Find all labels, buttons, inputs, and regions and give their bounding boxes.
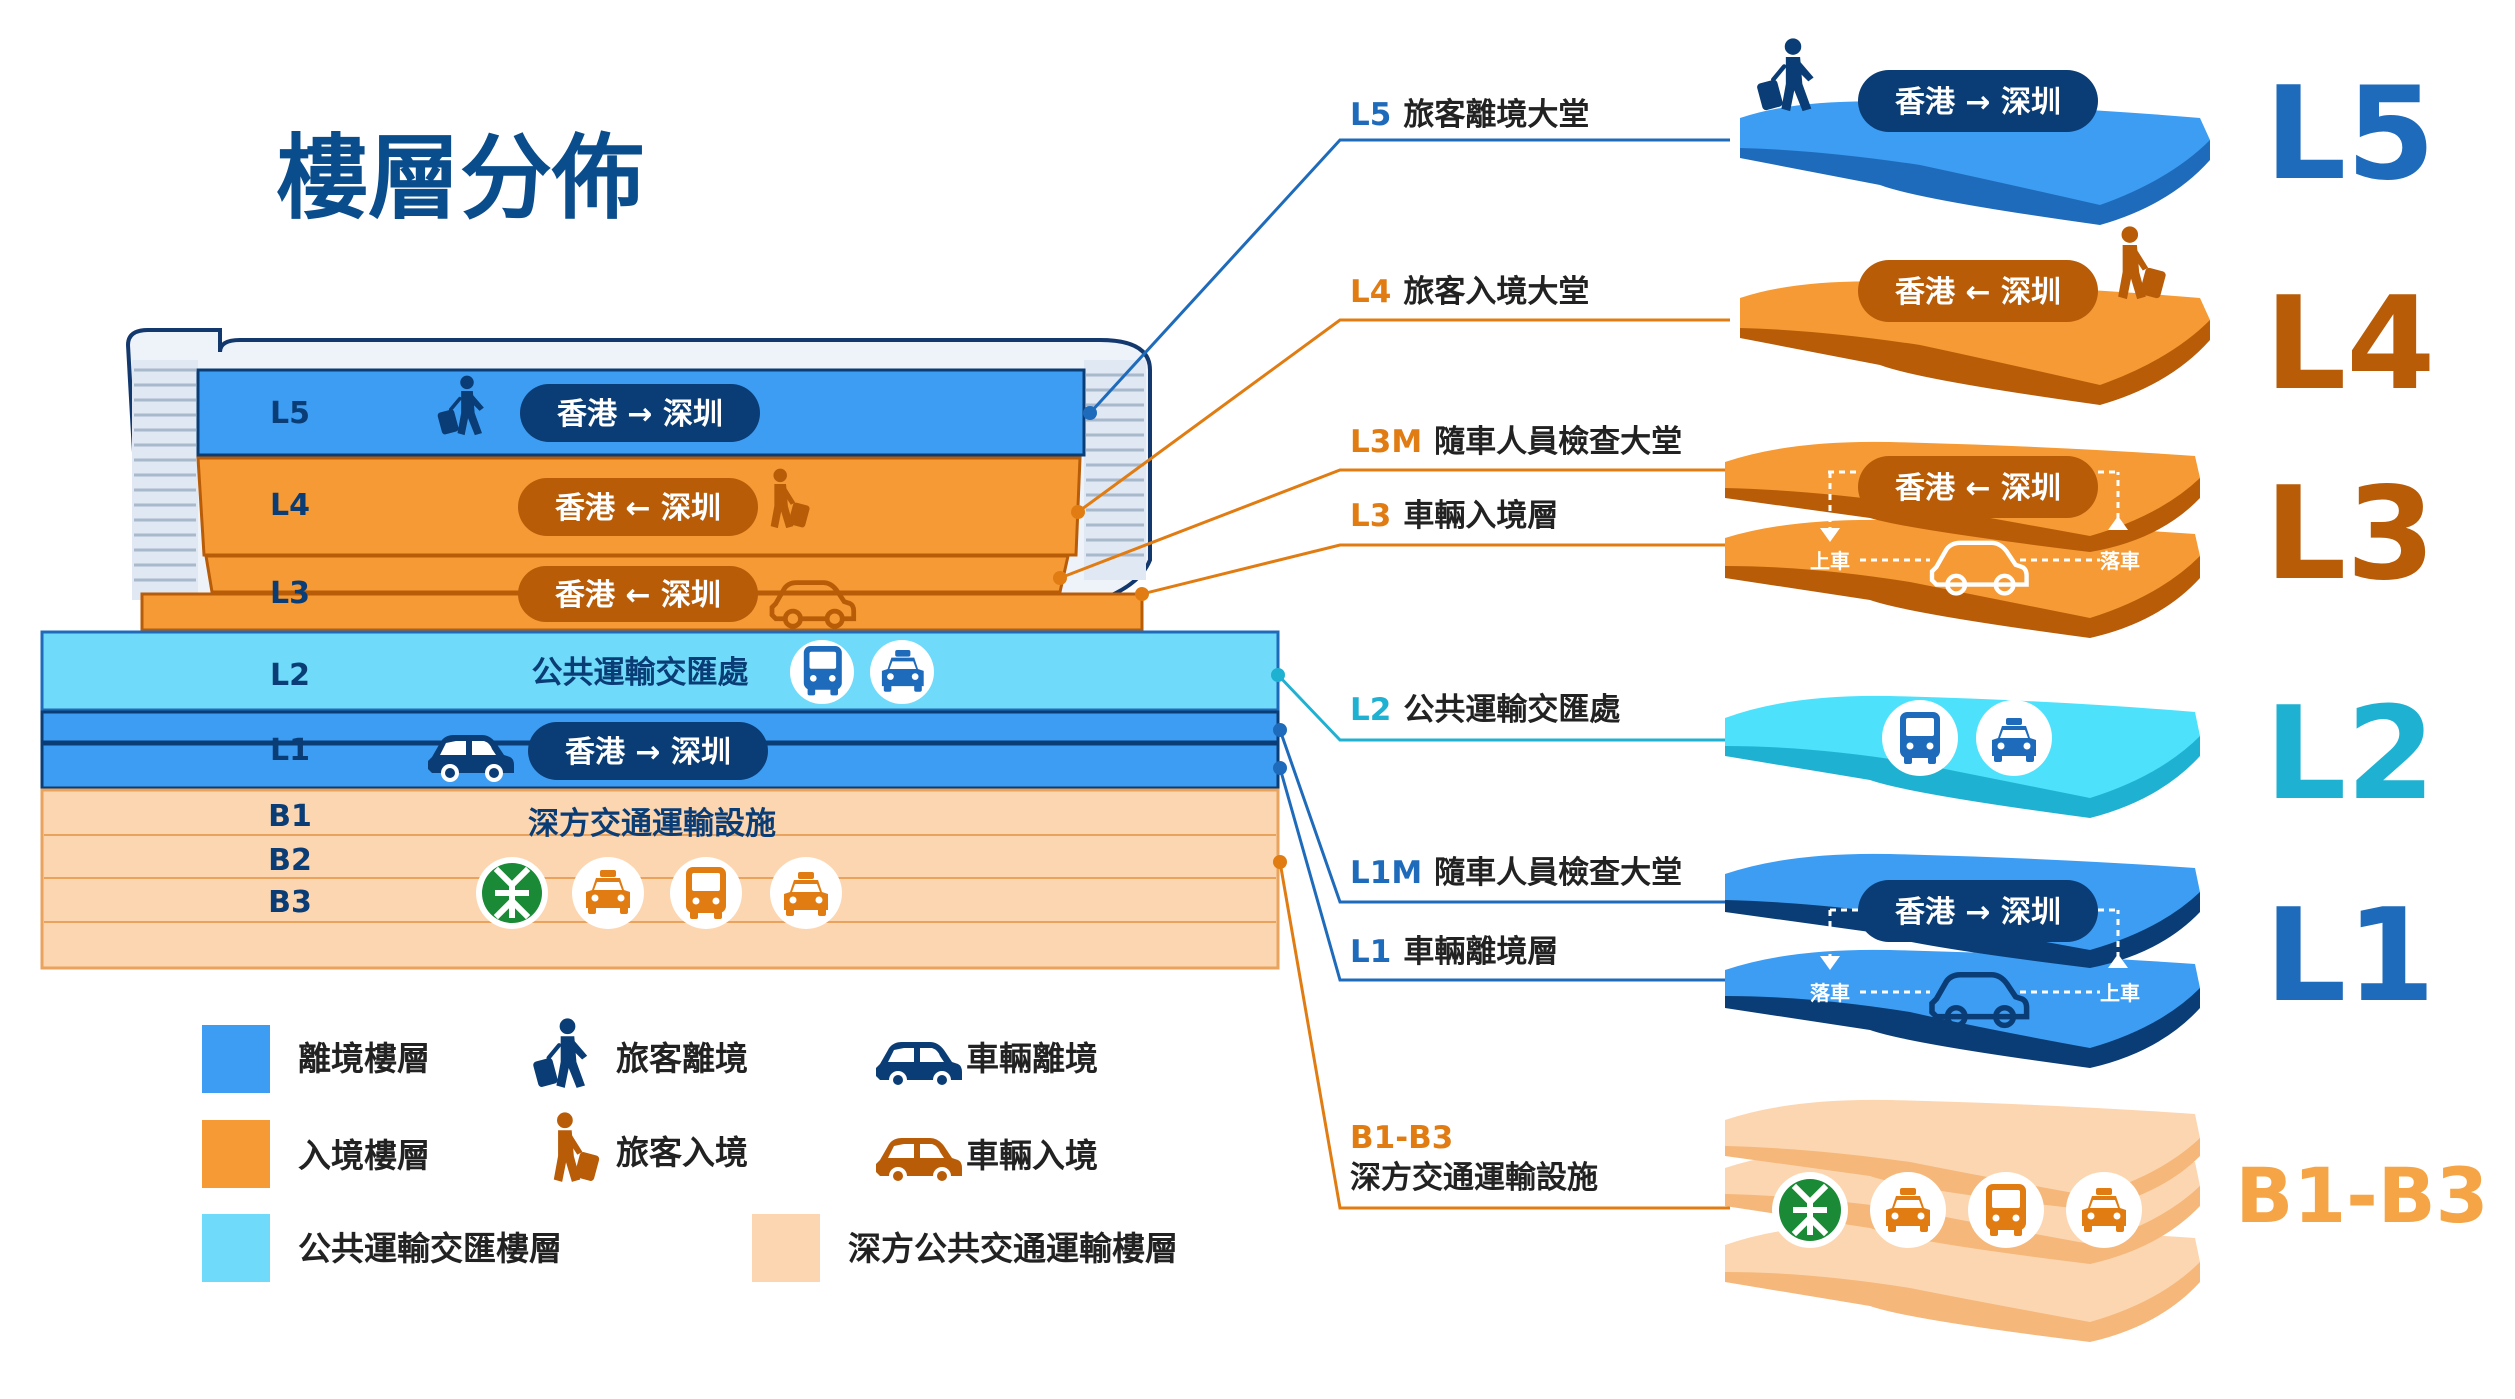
legend-label-vehicle-arrival: 車輛入境 xyxy=(966,1136,1098,1175)
legend-label-arrival-floor: 入境樓層 xyxy=(298,1136,430,1175)
car-arrival-icon xyxy=(1929,540,2029,596)
plate-l3-pill-text: 香港 ← 深圳 xyxy=(1895,471,2061,506)
plate-l1-pill xyxy=(1858,880,2098,942)
callout-l2-text: 公共運輸交匯處 xyxy=(1403,692,1620,728)
building-l3-direction-pill xyxy=(518,566,758,622)
car-arrival-icon xyxy=(876,1138,962,1185)
callout-l4: L4 旅客入境大堂 xyxy=(1350,274,1589,310)
floor-code-l3: L3 xyxy=(270,576,310,611)
plate-l2-big-label: L2 xyxy=(2265,680,2436,829)
legend-swatch-shenzhen xyxy=(752,1214,820,1282)
building-l5-direction-pill xyxy=(520,384,760,442)
legend-label-departure-floor: 離境樓層 xyxy=(298,1039,430,1078)
plate-l4-pill xyxy=(1858,260,2098,322)
plate-l1-pill-text: 香港 → 深圳 xyxy=(1895,895,2061,930)
plate-l5-big-label: L5 xyxy=(2265,60,2436,209)
plate-l1-big-label: L1 xyxy=(2265,882,2436,1031)
plate-basement xyxy=(1725,1099,2200,1342)
floor-code-b1: B1 xyxy=(268,799,312,834)
plate-l5: 香港 → 深圳 xyxy=(1740,39,2210,225)
callout-l1: L1 車輛離境層 xyxy=(1350,934,1558,970)
callout-l5-text: 旅客離境大堂 xyxy=(1403,97,1589,133)
plate-basement-big-label: B1-B3 xyxy=(2235,1151,2488,1240)
building-l2-label: 公共運輸交匯處 xyxy=(532,655,749,691)
callout-l1m-code: L1M xyxy=(1350,855,1422,891)
legend-label-shenzhen-floor: 深方公共交通運輸樓層 xyxy=(848,1229,1178,1268)
callout-l1m: L1M 隨車人員檢查大堂 xyxy=(1350,855,1682,891)
callout-l4-code: L4 xyxy=(1350,274,1391,310)
floor-code-l1: L1 xyxy=(270,733,310,768)
building-l5-direction-text: 香港 → 深圳 xyxy=(557,397,723,432)
callout-l5-code: L5 xyxy=(1350,97,1391,133)
callout-l2: L2 公共運輸交匯處 xyxy=(1350,692,1620,728)
car-departure-icon xyxy=(876,1042,962,1089)
floor-code-b3: B3 xyxy=(268,885,312,920)
floor-code-b2: B2 xyxy=(268,843,312,878)
bus-icon xyxy=(803,646,842,696)
connector-lines xyxy=(1053,138,1730,1210)
bus-icon xyxy=(686,867,726,919)
plate-l4-pill-text: 香港 ← 深圳 xyxy=(1895,275,2061,310)
callout-l3m: L3M 隨車人員檢查大堂 xyxy=(1350,424,1682,460)
callout-l3m-text: 隨車人員檢查大堂 xyxy=(1434,424,1682,460)
floor-code-l4: L4 xyxy=(270,488,310,523)
building-l4-direction-text: 香港 ← 深圳 xyxy=(555,491,721,526)
plate-l4: 香港 ← 深圳 xyxy=(1740,226,2210,405)
callout-b-code: B1-B3 xyxy=(1350,1120,1453,1156)
plate-l3: 香港 ← 深圳 上車 落車 xyxy=(1725,441,2200,638)
floor-code-l2: L2 xyxy=(270,658,310,693)
plate-l4-big-label: L4 xyxy=(2265,270,2436,419)
plate-l5-pill-text: 香港 → 深圳 xyxy=(1895,85,2061,120)
legend-label-passenger-departure: 旅客離境 xyxy=(616,1039,748,1078)
person-arrival-icon xyxy=(2118,226,2167,299)
callout-l2-code: L2 xyxy=(1350,692,1391,728)
person-departure-icon xyxy=(533,1019,586,1087)
legend-swatch-transport xyxy=(202,1214,270,1282)
plate-l2 xyxy=(1725,695,2200,818)
callout-b-text: 深方交通運輸設施 xyxy=(1350,1160,1598,1196)
legend-swatch-arrival xyxy=(202,1120,270,1188)
plate-l3-left-tag: 上車 xyxy=(1810,549,1850,573)
plate-l1-right-tag: 上車 xyxy=(2100,981,2140,1005)
building-l1-direction-text: 香港 → 深圳 xyxy=(565,735,731,770)
building-l4-direction-pill xyxy=(518,478,758,536)
car-arrival-icon xyxy=(769,580,857,629)
plate-l3-pill xyxy=(1858,456,2098,518)
callout-l3-code: L3 xyxy=(1350,498,1391,534)
callout-l1-text: 車輛離境層 xyxy=(1403,934,1558,970)
building-basement-label: 深方交通運輸設施 xyxy=(528,806,776,842)
bus-icon xyxy=(1900,712,1940,764)
callout-l3-text: 車輛入境層 xyxy=(1403,498,1558,534)
legend-swatch-departure xyxy=(202,1025,270,1093)
page-title: 樓層分佈 xyxy=(276,125,644,232)
legend-label-vehicle-departure: 車輛離境 xyxy=(966,1039,1098,1078)
legend: 離境樓層 旅客離境 車輛離境 入境樓層 旅客入境 車輛入境 公共運輸交匯樓層 深… xyxy=(202,1019,1178,1282)
left-facade-stripes xyxy=(132,360,198,600)
callout-l3: L3 車輛入境層 xyxy=(1350,498,1558,534)
callout-l1-code: L1 xyxy=(1350,934,1391,970)
bus-icon xyxy=(1986,1184,2026,1236)
plate-l3-big-label: L3 xyxy=(2265,460,2436,609)
callout-l5: L5 旅客離境大堂 xyxy=(1350,97,1589,133)
plate-l1-left-tag: 落車 xyxy=(1810,981,1850,1005)
building-l1-direction-pill xyxy=(528,722,768,780)
car-departure-icon xyxy=(1929,972,2030,1029)
callout-l4-text: 旅客入境大堂 xyxy=(1403,274,1589,310)
legend-label-passenger-arrival: 旅客入境 xyxy=(616,1133,748,1172)
person-departure-icon xyxy=(1757,39,1813,111)
callout-labels: L5 旅客離境大堂 L4 旅客入境大堂 L3M 隨車人員檢查大堂 L3 車輛入境層 L2… xyxy=(1350,97,1682,1196)
building-cross-section: L5 L4 L3 L2 L1 B1 B2 B3 香港 → 深圳 香港 ← 深圳 … xyxy=(40,328,1280,970)
building-floor-l2 xyxy=(40,630,1280,712)
floor-code-l5: L5 xyxy=(270,396,310,431)
legend-label-transport-floor: 公共運輸交匯樓層 xyxy=(298,1229,562,1268)
callout-l1m-text: 隨車人員檢查大堂 xyxy=(1434,855,1682,891)
person-arrival-icon xyxy=(553,1112,600,1182)
callout-l3m-code: L3M xyxy=(1350,424,1422,460)
plate-l3-right-tag: 落車 xyxy=(2100,549,2140,573)
plate-l1: 香港 → 深圳 落車 上車 xyxy=(1725,853,2200,1068)
plate-l5-pill xyxy=(1858,70,2098,132)
building-l3-direction-text: 香港 ← 深圳 xyxy=(555,578,721,613)
